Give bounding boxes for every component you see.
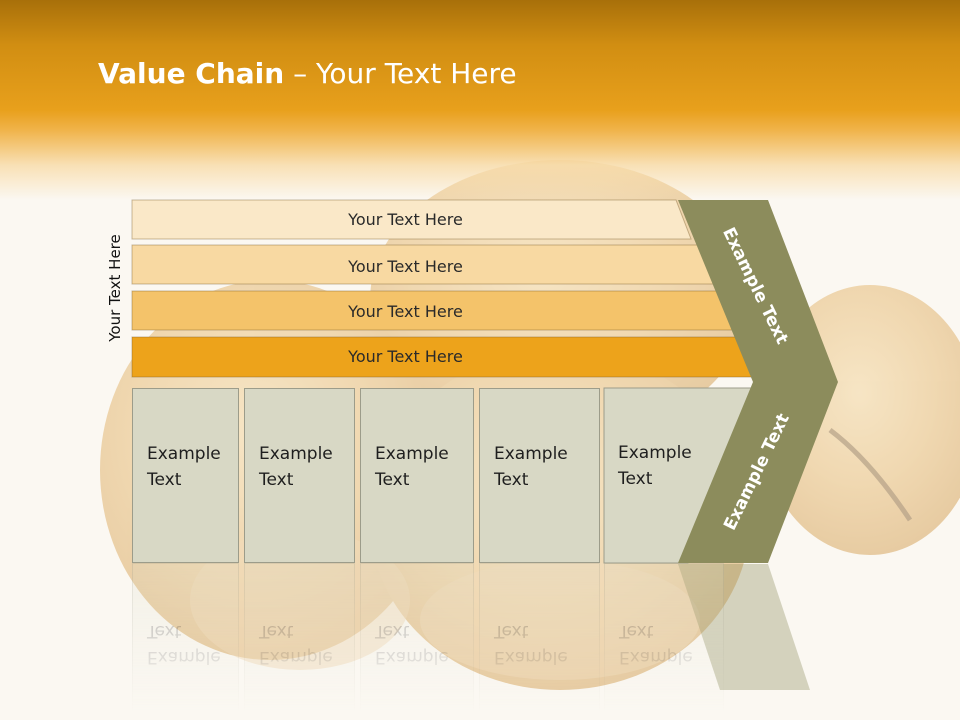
box-5-label: Example Text xyxy=(618,443,692,489)
box-4: Example Text xyxy=(479,388,600,563)
box-5: Example Text xyxy=(604,388,700,563)
band-1-label: Your Text Here xyxy=(348,209,463,229)
box-2-label: Example Text xyxy=(259,444,333,490)
reflection-box-1: Example Text xyxy=(132,563,239,720)
reflection-box-3-label: Example Text xyxy=(375,621,449,667)
chevron-shape xyxy=(678,200,838,563)
box-1: Example Text xyxy=(132,388,239,563)
box-4-label: Example Text xyxy=(494,444,568,490)
reflection-box-4: Example Text xyxy=(479,563,600,720)
reflection-box-5: Example Text xyxy=(604,563,724,720)
header-band xyxy=(0,0,960,200)
band-3: Your Text Here xyxy=(132,292,687,330)
box-1-label: Example Text xyxy=(147,444,221,490)
band-3-label: Your Text Here xyxy=(348,301,463,321)
chevron-reflection xyxy=(678,564,810,690)
reflection-box-2: Example Text xyxy=(244,563,355,720)
reflection-box-2-label: Example Text xyxy=(259,621,333,667)
band-1: Your Text Here xyxy=(132,200,687,238)
title-rest: – Your Text Here xyxy=(284,57,517,90)
title-bold: Value Chain xyxy=(98,57,285,90)
band-2: Your Text Here xyxy=(132,247,687,285)
reflection-box-5-label: Example Text xyxy=(619,621,693,667)
reflection-box-3: Example Text xyxy=(360,563,474,720)
box-3: Example Text xyxy=(360,388,474,563)
reflection-box-4-label: Example Text xyxy=(494,621,568,667)
band-4-label: Your Text Here xyxy=(348,346,463,366)
box-2: Example Text xyxy=(244,388,355,563)
band-2-label: Your Text Here xyxy=(348,256,463,276)
band-4: Your Text Here xyxy=(132,337,687,375)
slide-title: Value Chain – Your Text Here xyxy=(98,56,517,96)
band-shape-1 xyxy=(131,199,692,240)
reflection-box-1-label: Example Text xyxy=(147,621,221,667)
boxes-reflection: Example Text Example Text Example Text E… xyxy=(132,563,852,720)
box-3-label: Example Text xyxy=(375,444,449,490)
